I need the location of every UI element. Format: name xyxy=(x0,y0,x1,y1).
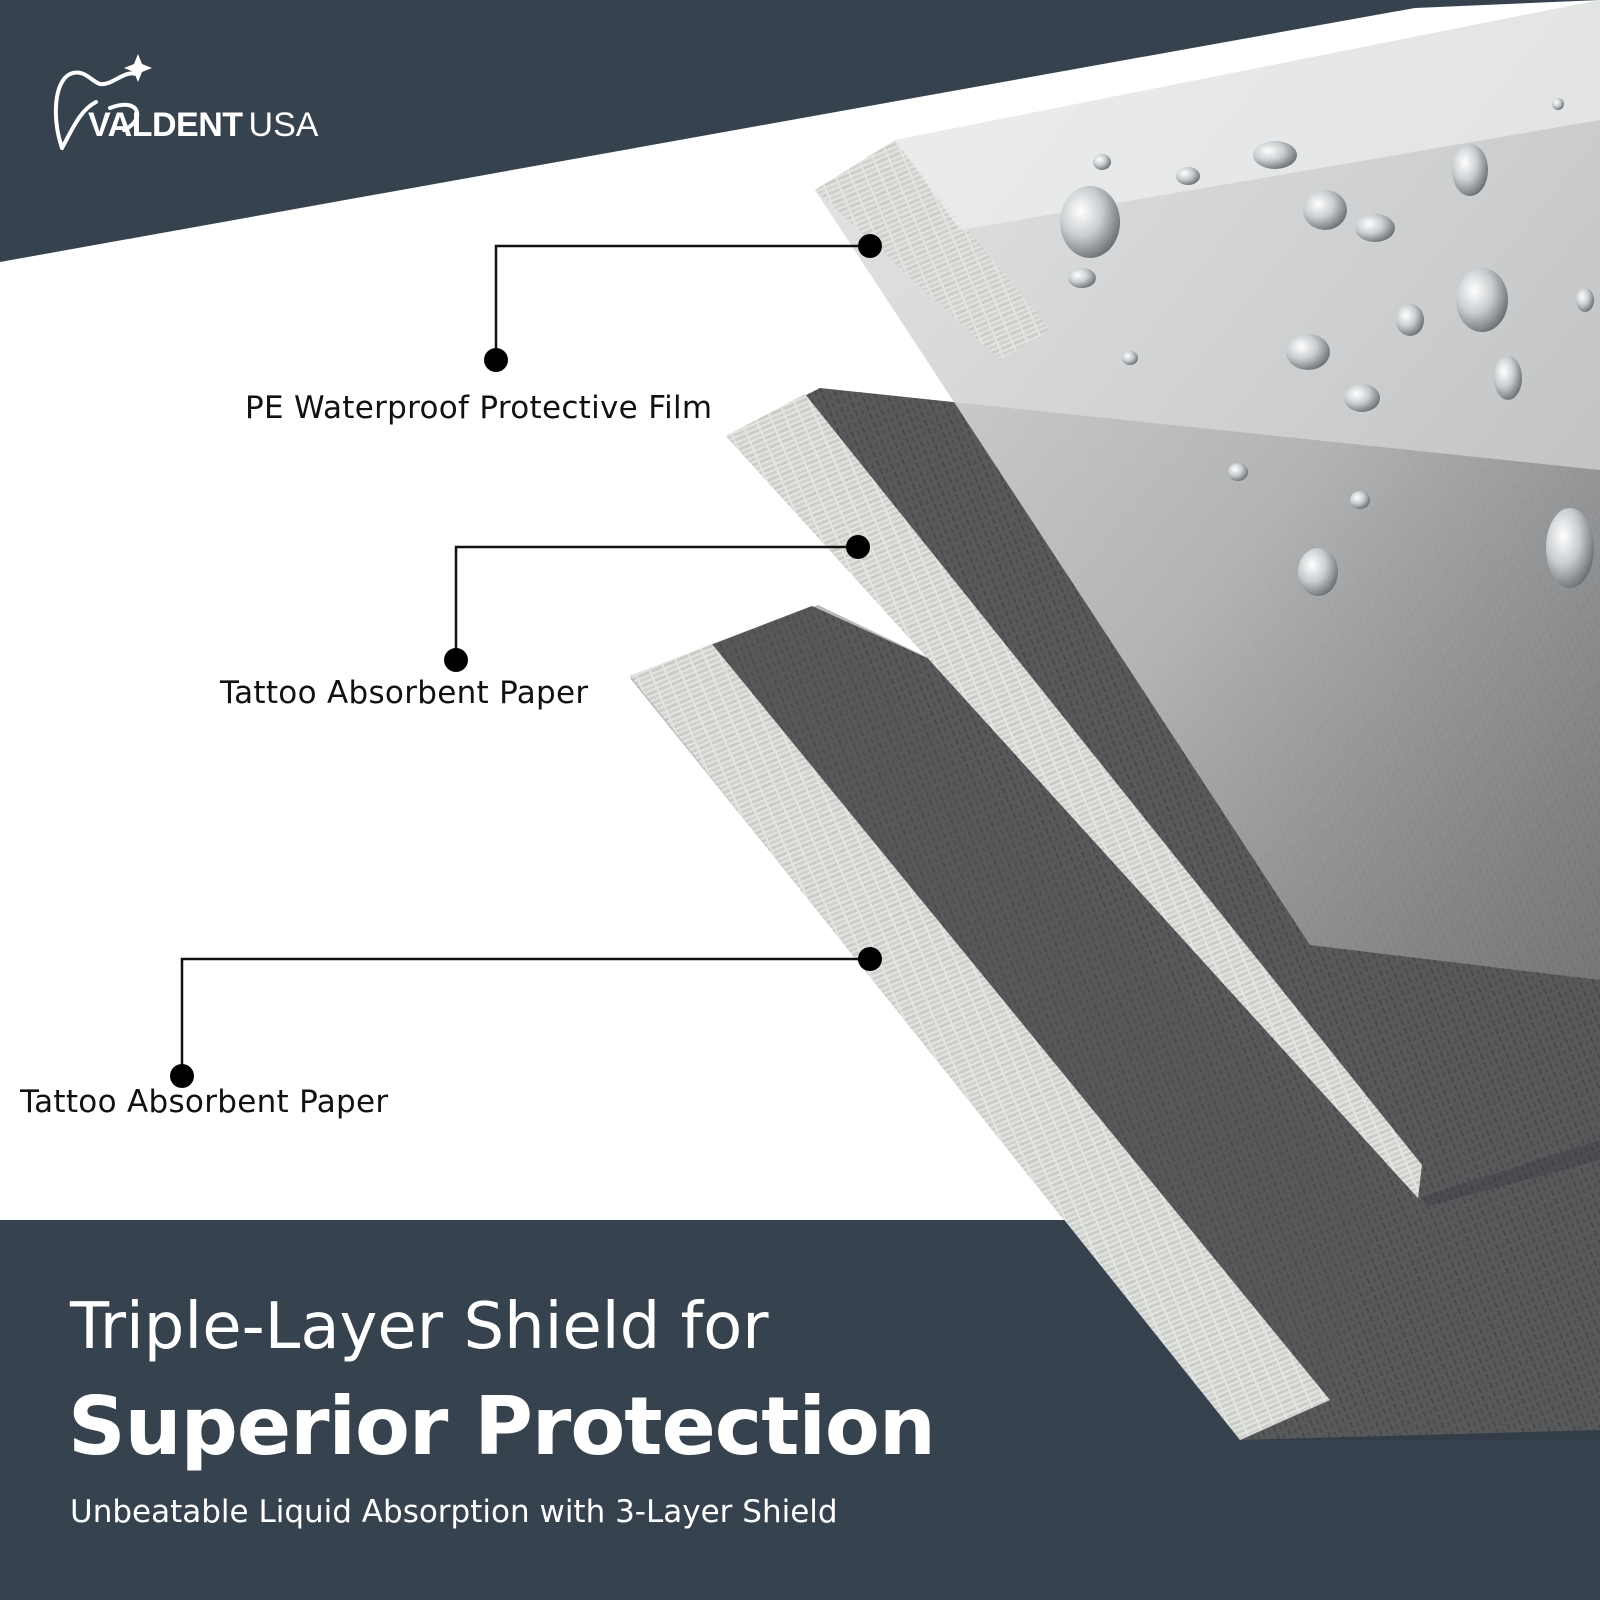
layer-bottom-paper xyxy=(630,605,1600,1440)
callout-line-3 xyxy=(180,957,870,1076)
top-banner xyxy=(0,0,1600,262)
callout-label-paper-bottom: Tattoo Absorbent Paper xyxy=(20,1084,389,1120)
callout-lines xyxy=(180,244,870,1076)
headline-subline: Unbeatable Liquid Absorption with 3-Laye… xyxy=(70,1494,838,1530)
callout-line-1 xyxy=(494,244,870,360)
callout-dot-2a xyxy=(846,535,870,559)
callout-line-2 xyxy=(454,545,858,660)
tooth-sparkle-icon xyxy=(53,54,152,150)
callout-dots xyxy=(170,234,882,1088)
callout-dot-1b xyxy=(484,348,508,372)
headline-line-2: Superior Protection xyxy=(68,1380,936,1473)
callout-label-paper-middle: Tattoo Absorbent Paper xyxy=(220,675,589,711)
brand-name-bold: VALDENT xyxy=(88,106,243,144)
water-droplets xyxy=(1060,98,1594,596)
callout-dot-1a xyxy=(858,234,882,258)
callout-dot-3a xyxy=(858,947,882,971)
callout-label-film: PE Waterproof Protective Film xyxy=(245,390,713,426)
layer-middle-paper xyxy=(726,388,1600,1206)
callout-dot-3b xyxy=(170,1064,194,1088)
brand-name-light: USA xyxy=(248,106,319,144)
headline-line-1: Triple-Layer Shield for xyxy=(70,1290,769,1364)
layer-top-film xyxy=(815,0,1600,980)
callout-dot-2b xyxy=(444,648,468,672)
